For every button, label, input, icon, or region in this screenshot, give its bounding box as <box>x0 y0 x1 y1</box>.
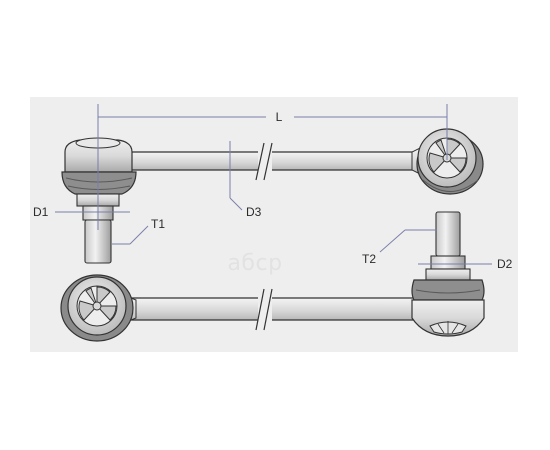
label-d3: D3 <box>246 205 262 219</box>
label-t2: T2 <box>362 252 376 266</box>
label-t1: T1 <box>151 217 165 231</box>
bottom-right-ball-joint <box>411 211 485 337</box>
dimension-lines <box>55 104 492 265</box>
watermark: aбсp <box>227 251 282 276</box>
label-d1: D1 <box>33 205 49 219</box>
label-l: L <box>276 110 283 124</box>
bottom-link <box>60 211 485 342</box>
bottom-left-eye-joint <box>60 274 137 342</box>
label-d2: D2 <box>497 257 513 271</box>
